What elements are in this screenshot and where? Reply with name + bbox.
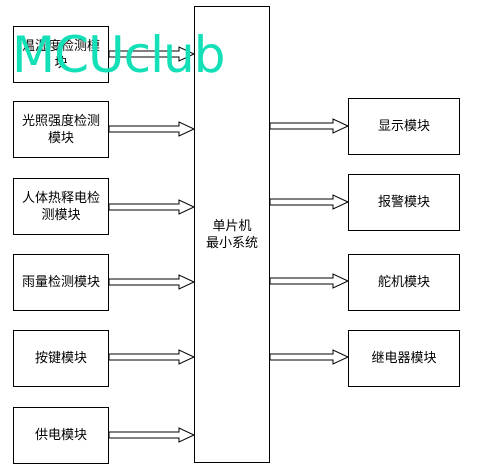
output-arrow-0: [269, 118, 350, 134]
input-module-label: 温湿度检测模块: [21, 38, 100, 71]
input-arrow-3: [108, 274, 196, 290]
output-module-display: 显示模块: [348, 98, 460, 155]
output-module-servo: 舵机模块: [348, 254, 460, 311]
input-module-light-intensity: 光照强度检测模块: [13, 101, 109, 158]
output-arrow-2: [269, 273, 350, 289]
watermark-logo: MCUclub: [12, 26, 225, 84]
input-module-rain: 雨量检测模块: [13, 254, 109, 311]
input-module-label: 光照强度检测模块: [21, 113, 100, 146]
input-module-temperature-humidity: 温湿度检测模块: [13, 26, 109, 83]
input-arrow-2: [108, 199, 196, 215]
output-module-label: 舵机模块: [377, 275, 430, 290]
input-module-keys: 按键模块: [13, 330, 109, 387]
mcu-label: 单片机 最小系统: [205, 218, 258, 251]
mcu-minimum-system: 单片机 最小系统: [194, 6, 270, 463]
input-arrow-4: [108, 349, 196, 365]
input-module-label: 供电模块: [34, 428, 87, 443]
output-module-label: 显示模块: [377, 119, 430, 134]
input-module-pir: 人体热释电检测模块: [13, 178, 109, 235]
output-arrow-1: [269, 194, 350, 210]
output-arrow-3: [269, 349, 350, 365]
output-module-label: 报警模块: [377, 195, 430, 210]
output-module-label: 继电器模块: [371, 351, 437, 366]
input-arrow-1: [108, 121, 196, 137]
input-arrow-5: [108, 427, 196, 443]
input-module-label: 雨量检测模块: [21, 275, 100, 290]
output-module-relay: 继电器模块: [348, 330, 460, 387]
output-module-alarm: 报警模块: [348, 174, 460, 231]
input-arrow-0: [108, 46, 196, 62]
input-module-label: 人体热释电检测模块: [21, 190, 100, 223]
input-module-power: 供电模块: [13, 407, 109, 464]
input-module-label: 按键模块: [34, 351, 87, 366]
